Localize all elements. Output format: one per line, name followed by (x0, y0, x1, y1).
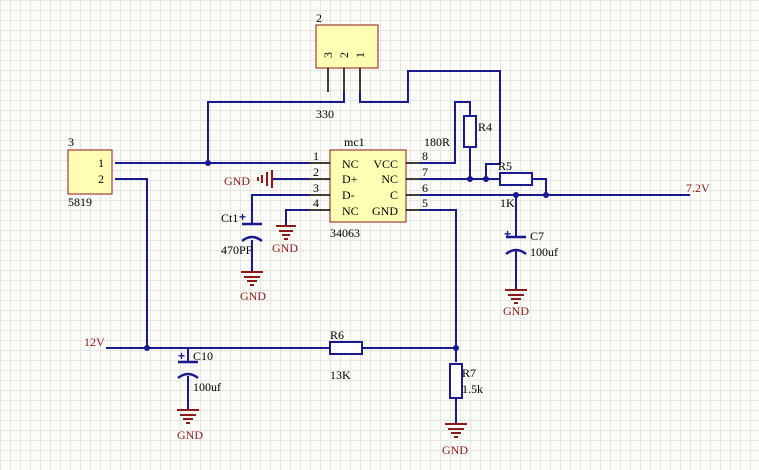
ic-pin-name: VCC (373, 157, 398, 171)
c10-value: 100uf (193, 380, 221, 394)
ic-pin-number: 3 (313, 181, 319, 195)
gnd-label: GND (224, 174, 250, 188)
ic-pin-number: 1 (313, 149, 319, 163)
capacitor-ct1: + Ct1 470PF (221, 210, 263, 257)
j3-body (67, 149, 113, 195)
wire-ic-pin8-r4 (420, 101, 471, 164)
r4-designator: R4 (478, 120, 492, 134)
resistor-r4: R4 180R (424, 115, 492, 149)
ct1-designator: Ct1 (221, 211, 238, 225)
j3-designator: 3 (68, 135, 74, 149)
c10-designator: C10 (193, 349, 213, 363)
ground-symbol-c10: GND (177, 409, 203, 442)
ic-value: 34063 (330, 226, 360, 240)
junction-dot (483, 176, 489, 182)
r5-body (499, 172, 533, 186)
j2-designator: 2 (316, 11, 322, 25)
r5-designator: R5 (498, 159, 512, 173)
ic-pin-number: 8 (422, 149, 428, 163)
ct1-value: 470PF (221, 243, 253, 257)
ic-pin-number: 4 (313, 196, 319, 210)
connector-j2: 2 3 2 1 330 (315, 11, 379, 121)
capacitor-c7: + C7 100uf (504, 227, 558, 259)
net-label-12v: 12V (84, 335, 105, 349)
c10-plate-bottom (177, 372, 199, 380)
gnd-label: GND (503, 304, 529, 318)
ic-pin-number: 2 (313, 165, 319, 179)
ic-pin-name: D+ (342, 172, 358, 186)
ground-symbol-r7: GND (442, 423, 468, 457)
wire-j2-pin3-loop (207, 92, 345, 163)
ic-designator: mc1 (344, 135, 365, 149)
r7-designator: R7 (462, 366, 476, 380)
r6-value: 13K (330, 368, 351, 382)
ic-pin-number: 5 (422, 196, 428, 210)
junction-dot (453, 345, 459, 351)
j3-pin-label: 1 (98, 156, 104, 170)
net-label-7v2: 7.2V (686, 181, 710, 195)
wire-ic-pin5 (420, 209, 457, 348)
wires (106, 70, 690, 424)
j2-body (315, 24, 379, 69)
wire-j2-pin1 (359, 70, 501, 179)
junction-dot (543, 192, 549, 198)
ic-pin-name: NC (342, 157, 359, 171)
junctions (144, 160, 549, 351)
ct1-plus-sign: + (239, 210, 246, 224)
capacitor-c10: + C10 100uf (177, 349, 221, 394)
c7-designator: C7 (530, 229, 544, 243)
c7-value: 100uf (530, 245, 558, 259)
junction-dot (513, 192, 519, 198)
wire-j3-pin2 (115, 178, 148, 348)
ic-pin-name: NC (342, 204, 359, 218)
gnd-label: GND (240, 289, 266, 303)
r7-value: 1.5k (462, 382, 483, 396)
ground-symbol-ct1: GND (240, 271, 266, 303)
r6-body (329, 341, 363, 355)
r6-designator: R6 (330, 328, 344, 342)
resistor-r7: R7 1.5k (449, 363, 483, 399)
ic-pin-number: 6 (422, 181, 428, 195)
wire-ic-pin4-gnd (285, 209, 310, 225)
ic-pin-name: C (390, 188, 398, 202)
c7-plate-bottom (505, 248, 527, 256)
gnd-label: GND (177, 428, 203, 442)
gnd-label: GND (442, 443, 468, 457)
ic-body (329, 149, 407, 223)
r4-value: 180R (424, 135, 450, 149)
ground-symbol-pin2: GND (224, 170, 273, 188)
j2-value: 330 (316, 107, 334, 121)
connector-j3: 3 1 2 5819 (67, 135, 113, 209)
r7-body (449, 363, 463, 399)
j2-pin-label: 3 (321, 52, 335, 58)
junction-dot (144, 345, 150, 351)
j2-pin-label: 2 (337, 52, 351, 58)
ic-pin-number: 7 (422, 165, 428, 179)
ground-symbol-c7: GND (503, 289, 529, 318)
ground-symbol-pin4: GND (272, 225, 298, 255)
c7-plus-sign: + (504, 227, 511, 241)
gnd-label: GND (272, 241, 298, 255)
ic-mc1: mc1 1 2 3 4 8 7 6 5 NC D+ D- NC VCC NC C… (310, 135, 428, 240)
ic-pin-name: NC (381, 172, 398, 186)
resistor-r5: R5 1K (498, 159, 533, 210)
c10-plus-sign: + (178, 349, 185, 363)
j3-value: 5819 (68, 195, 92, 209)
ic-pin-name: GND (372, 204, 398, 218)
resistor-r6: R6 13K (329, 328, 363, 382)
r4-body (463, 115, 477, 148)
r5-value: 1K (500, 196, 515, 210)
junction-dot (205, 160, 211, 166)
wire-ic-pin3-ct1 (251, 194, 310, 224)
j2-pin-label: 1 (353, 52, 367, 58)
ct1-plate-bottom (241, 235, 263, 243)
j3-pin-label: 2 (98, 172, 104, 186)
junction-dot (467, 176, 473, 182)
wire-r5-right (532, 178, 547, 195)
ic-pin-name: D- (342, 188, 355, 202)
